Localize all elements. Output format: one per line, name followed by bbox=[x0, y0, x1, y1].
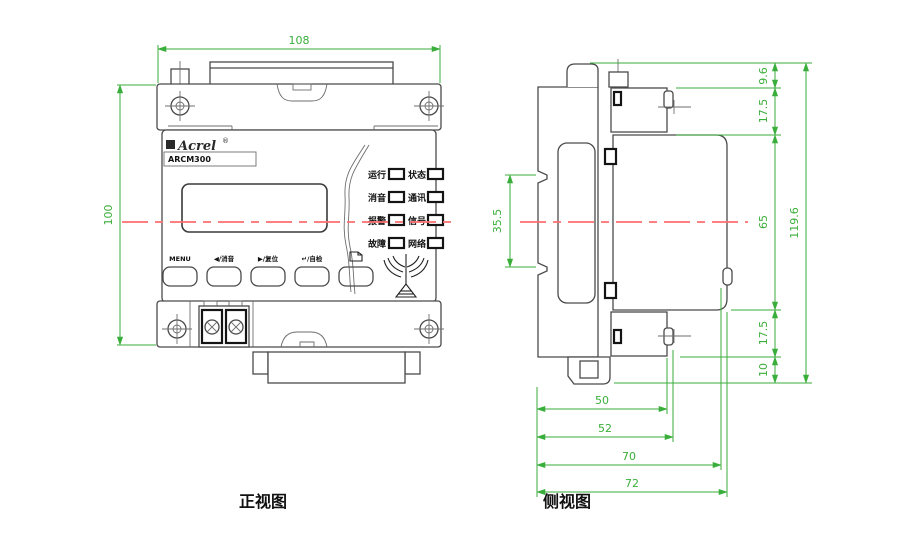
brand-logo: Acrel ® bbox=[166, 137, 229, 154]
din-rail-slot bbox=[557, 142, 596, 304]
dimension-side-widths: 50 52 70 72 bbox=[536, 288, 728, 497]
terminal-screw-2 bbox=[228, 319, 244, 335]
led-row-2: 消音 通讯 bbox=[368, 190, 445, 204]
terminal-block bbox=[198, 300, 250, 348]
dimension-din-slot: 35.5 bbox=[491, 174, 536, 268]
din-slot-value: 35.5 bbox=[491, 209, 504, 234]
led-row-4: 故障 网络 bbox=[368, 236, 445, 250]
screw-hole-bottom-right bbox=[414, 314, 444, 344]
front-view-title: 正视图 bbox=[239, 492, 287, 511]
model-label: ARCM300 bbox=[163, 151, 257, 167]
front-height-value: 100 bbox=[102, 205, 115, 226]
page-icon bbox=[349, 251, 363, 262]
front-view: 108 100 bbox=[102, 34, 458, 511]
side-bottom-connector bbox=[567, 356, 611, 385]
screw-hole-top-left bbox=[165, 91, 195, 121]
side-right-bump bbox=[722, 267, 733, 286]
screw-hole-bottom-left bbox=[162, 314, 192, 344]
dim-17-5-bottom: 17.5 bbox=[757, 321, 770, 346]
bottom-mounting-plate bbox=[156, 300, 444, 348]
dim-72: 72 bbox=[625, 477, 639, 490]
side-top-flange bbox=[610, 87, 691, 133]
dim-9-6: 9.6 bbox=[757, 67, 770, 85]
screw-hole-top-right bbox=[414, 91, 444, 121]
bottom-terminal-cover bbox=[252, 351, 421, 384]
dim-119-6: 119.6 bbox=[788, 207, 801, 239]
side-top-antenna bbox=[566, 63, 599, 87]
led-network bbox=[426, 236, 445, 250]
lcd-screen bbox=[181, 183, 328, 233]
led-label-run: 运行 bbox=[368, 169, 386, 181]
dim-50: 50 bbox=[595, 394, 609, 407]
model-text: ARCM300 bbox=[168, 155, 211, 164]
side-view-title: 侧视图 bbox=[543, 492, 591, 511]
dim-52: 52 bbox=[598, 422, 612, 435]
enter-selftest-button bbox=[294, 266, 330, 287]
right-reset-button bbox=[250, 266, 286, 287]
side-view: 35.5 9.6 17.5 65 17.5 10 119.6 bbox=[491, 59, 812, 511]
led-comm bbox=[426, 190, 445, 204]
dimension-front-width: 108 bbox=[157, 34, 441, 83]
led-fault bbox=[387, 236, 406, 250]
dimension-side-heights: 9.6 17.5 65 17.5 10 119.6 bbox=[590, 62, 812, 384]
led-label-comm: 通讯 bbox=[408, 192, 426, 204]
left-mute-button bbox=[206, 266, 242, 287]
led-mute bbox=[387, 190, 406, 204]
side-clip-bottom bbox=[603, 281, 618, 300]
led-row-3: 报警 信号 bbox=[368, 213, 445, 227]
button-row: MENU ◀/消音 ▶/复位 ↵/自检 bbox=[162, 251, 374, 287]
page-button bbox=[338, 266, 374, 287]
dimension-front-height: 100 bbox=[102, 84, 156, 346]
led-status bbox=[426, 167, 445, 181]
menu-button-label: MENU bbox=[169, 255, 191, 263]
led-label-alarm: 报警 bbox=[368, 215, 386, 227]
side-top-screw bbox=[608, 59, 629, 110]
dim-70: 70 bbox=[622, 450, 636, 463]
dim-17-5-top: 17.5 bbox=[757, 99, 770, 124]
led-signal bbox=[426, 213, 445, 227]
led-label-fault: 故障 bbox=[368, 238, 386, 250]
led-label-mute: 消音 bbox=[368, 192, 386, 204]
dim-10: 10 bbox=[757, 363, 770, 377]
side-clip-top bbox=[603, 147, 618, 166]
wireless-antenna-icon bbox=[383, 254, 429, 298]
front-panel-body: Acrel ® ARCM300 运行 状态 bbox=[161, 129, 445, 303]
top-mounting-plate bbox=[156, 83, 444, 131]
registered-mark: ® bbox=[222, 137, 229, 145]
bottom-tab bbox=[280, 331, 328, 348]
led-row-1: 运行 状态 bbox=[368, 167, 445, 181]
side-bottom-flange bbox=[610, 311, 691, 357]
led-label-signal: 信号 bbox=[408, 215, 426, 227]
right-reset-button-label: ▶/复位 bbox=[258, 254, 279, 263]
enter-selftest-button-label: ↵/自检 bbox=[302, 254, 323, 263]
brand-text: Acrel bbox=[176, 139, 216, 154]
front-width-value: 108 bbox=[289, 34, 310, 47]
terminal-screw-1 bbox=[204, 319, 220, 335]
menu-button bbox=[162, 266, 198, 287]
left-mute-button-label: ◀/消音 bbox=[214, 254, 235, 263]
led-label-status: 状态 bbox=[408, 169, 426, 181]
dim-65: 65 bbox=[757, 215, 770, 229]
led-run bbox=[387, 167, 406, 181]
led-label-network: 网络 bbox=[408, 238, 426, 250]
led-indicators: 运行 状态 消音 通讯 报警 信号 故障 bbox=[368, 167, 445, 250]
led-alarm bbox=[387, 213, 406, 227]
